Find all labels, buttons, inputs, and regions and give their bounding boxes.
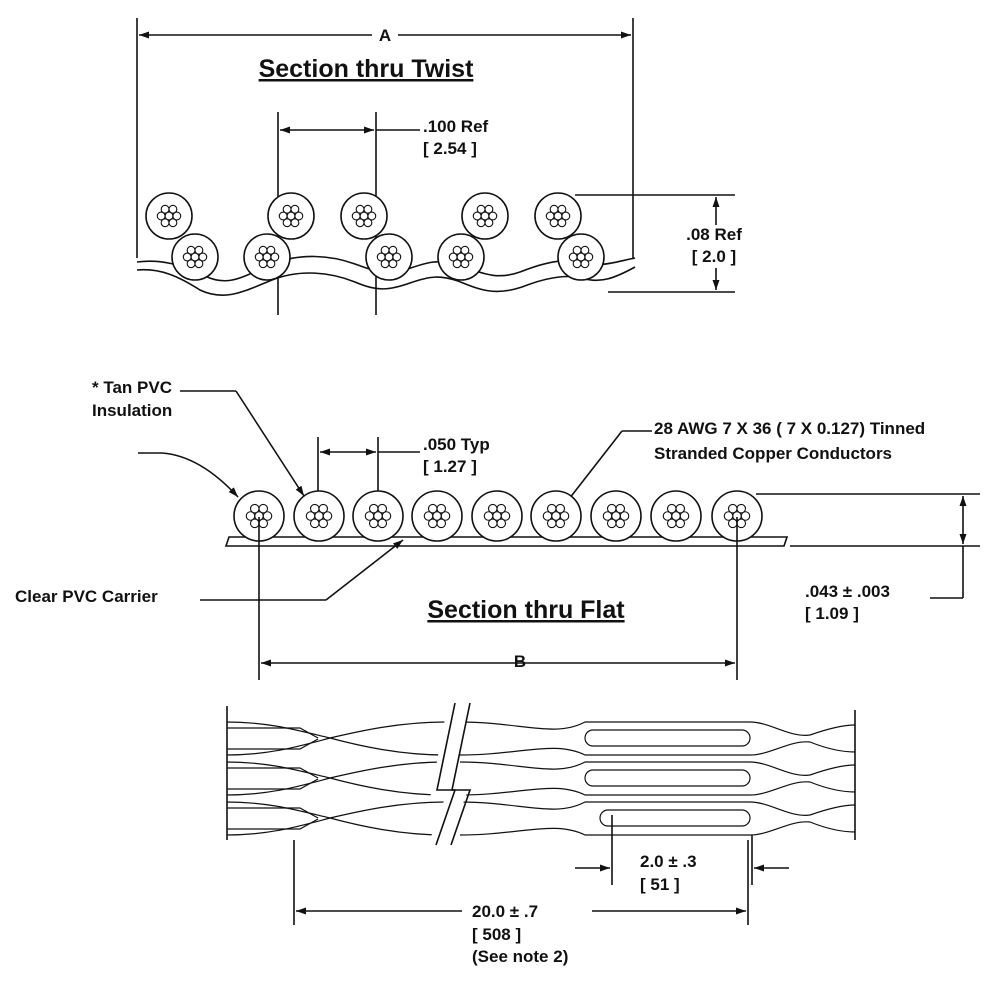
carrier-label: Clear PVC Carrier <box>15 587 158 606</box>
dim-b-label: B <box>514 652 526 671</box>
thickness-mm-label: [ 1.09 ] <box>805 604 859 623</box>
pair-1 <box>226 721 856 756</box>
thickness-label: .043 ± .003 <box>805 582 890 601</box>
break-symbol-right <box>450 702 472 846</box>
twist-wire <box>365 233 413 281</box>
twist-wire <box>557 233 605 281</box>
flat-wire <box>471 490 523 542</box>
flat-carrier <box>224 536 789 547</box>
twist-section-title: Section thru Twist <box>259 55 474 83</box>
break-mask <box>428 703 470 845</box>
see-note-label: (See note 2) <box>472 947 568 966</box>
flat-wires <box>233 490 763 542</box>
flat-wire <box>293 490 345 542</box>
flat-wire <box>711 490 763 542</box>
insulation-leader <box>235 390 305 497</box>
flat-pitch-mm-label: [ 1.27 ] <box>423 457 477 476</box>
pair-2 <box>226 761 856 796</box>
flat-length-mm-label: [ 51 ] <box>640 875 680 894</box>
flat-wire <box>411 490 463 542</box>
flat-length-label: 2.0 ± .3 <box>640 852 697 871</box>
twist-wire <box>534 192 582 240</box>
flat-pitch-label: .050 Typ <box>423 435 490 454</box>
flat-section-title: Section thru Flat <box>427 596 625 624</box>
flat-wire <box>590 490 642 542</box>
twist-wire <box>145 192 193 240</box>
twist-length-mm-label: [ 508 ] <box>472 925 521 944</box>
twist-wire <box>461 192 509 240</box>
flat-wire <box>352 490 404 542</box>
conductor-leader <box>561 430 623 509</box>
pair-2-flat <box>584 769 751 787</box>
flat-section: * Tan PVC Insulation .050 Typ [ 1.27 ] 2… <box>15 378 980 680</box>
twist-carrier-lower <box>136 266 636 296</box>
pair-3-flat <box>599 809 751 827</box>
twist-wires <box>145 192 605 281</box>
conductor-label-line2: Stranded Copper Conductors <box>654 444 892 463</box>
flat-wire <box>650 490 702 542</box>
insulation-label-line2: Insulation <box>92 401 172 420</box>
twist-height-mm-label: [ 2.0 ] <box>692 247 736 266</box>
insulation-label-line1: * Tan PVC <box>92 378 172 397</box>
side-view: 2.0 ± .3 [ 51 ] 20.0 ± .7 [ 508 ] (See n… <box>226 702 856 966</box>
twist-pitch-label: .100 Ref <box>423 117 489 136</box>
twist-wire <box>171 233 219 281</box>
left-wire-leader <box>138 452 239 498</box>
conductor-label-line1: 28 AWG 7 X 36 ( 7 X 0.127) Tinned <box>654 419 925 438</box>
twist-wire <box>267 192 315 240</box>
twist-wire <box>243 233 291 281</box>
flat-wire <box>530 490 582 542</box>
twist-wire <box>437 233 485 281</box>
twist-wire <box>340 192 388 240</box>
break-symbol-left <box>435 702 457 846</box>
pair-1-flat <box>584 729 751 747</box>
twist-height-label: .08 Ref <box>686 225 742 244</box>
twist-pitch-mm-label: [ 2.54 ] <box>423 139 477 158</box>
dim-a-label: A <box>379 26 391 45</box>
pair-3 <box>226 801 856 836</box>
twist-section: A Section thru Twist .100 Ref [ 2.54 ] .… <box>136 18 742 315</box>
twist-length-label: 20.0 ± .7 <box>472 902 538 921</box>
carrier-leader <box>325 539 404 601</box>
